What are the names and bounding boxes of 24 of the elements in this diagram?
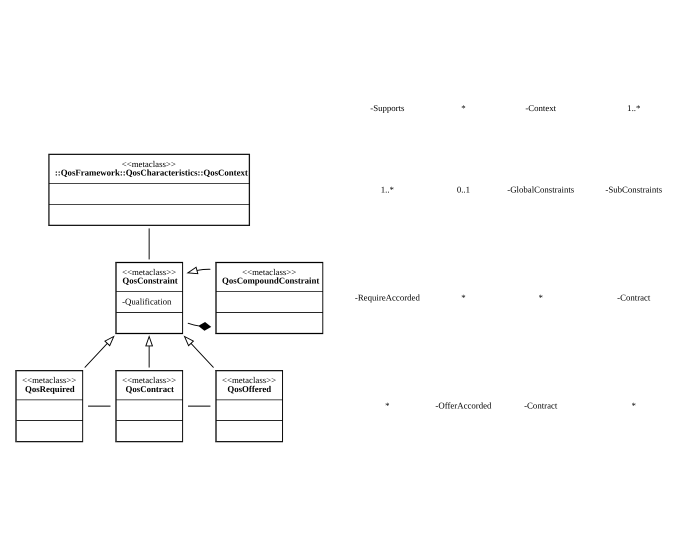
label: 1..*	[627, 103, 640, 114]
connector	[188, 406, 211, 407]
arrow	[84, 335, 115, 368]
arrow	[145, 335, 154, 368]
label: *	[632, 400, 636, 410]
label: *	[461, 292, 466, 302]
connector	[187, 322, 212, 331]
label: 0..1	[456, 184, 470, 194]
label: -Contract	[617, 292, 650, 302]
label: -Supports	[370, 103, 404, 114]
label: -GlobalConstraints	[507, 184, 574, 194]
label: -OfferAccorded	[435, 400, 492, 410]
label: -Contract	[524, 400, 558, 410]
arrow	[186, 266, 211, 274]
arrow	[184, 335, 214, 368]
label: 1..*	[380, 184, 394, 194]
label: *	[538, 292, 543, 302]
label: -Context	[525, 103, 556, 114]
label: *	[385, 400, 390, 410]
label: *	[461, 103, 466, 114]
connector	[148, 228, 150, 260]
label: -RequireAccorded	[354, 292, 420, 302]
label: -SubConstraints	[605, 184, 662, 194]
connector	[88, 406, 111, 407]
